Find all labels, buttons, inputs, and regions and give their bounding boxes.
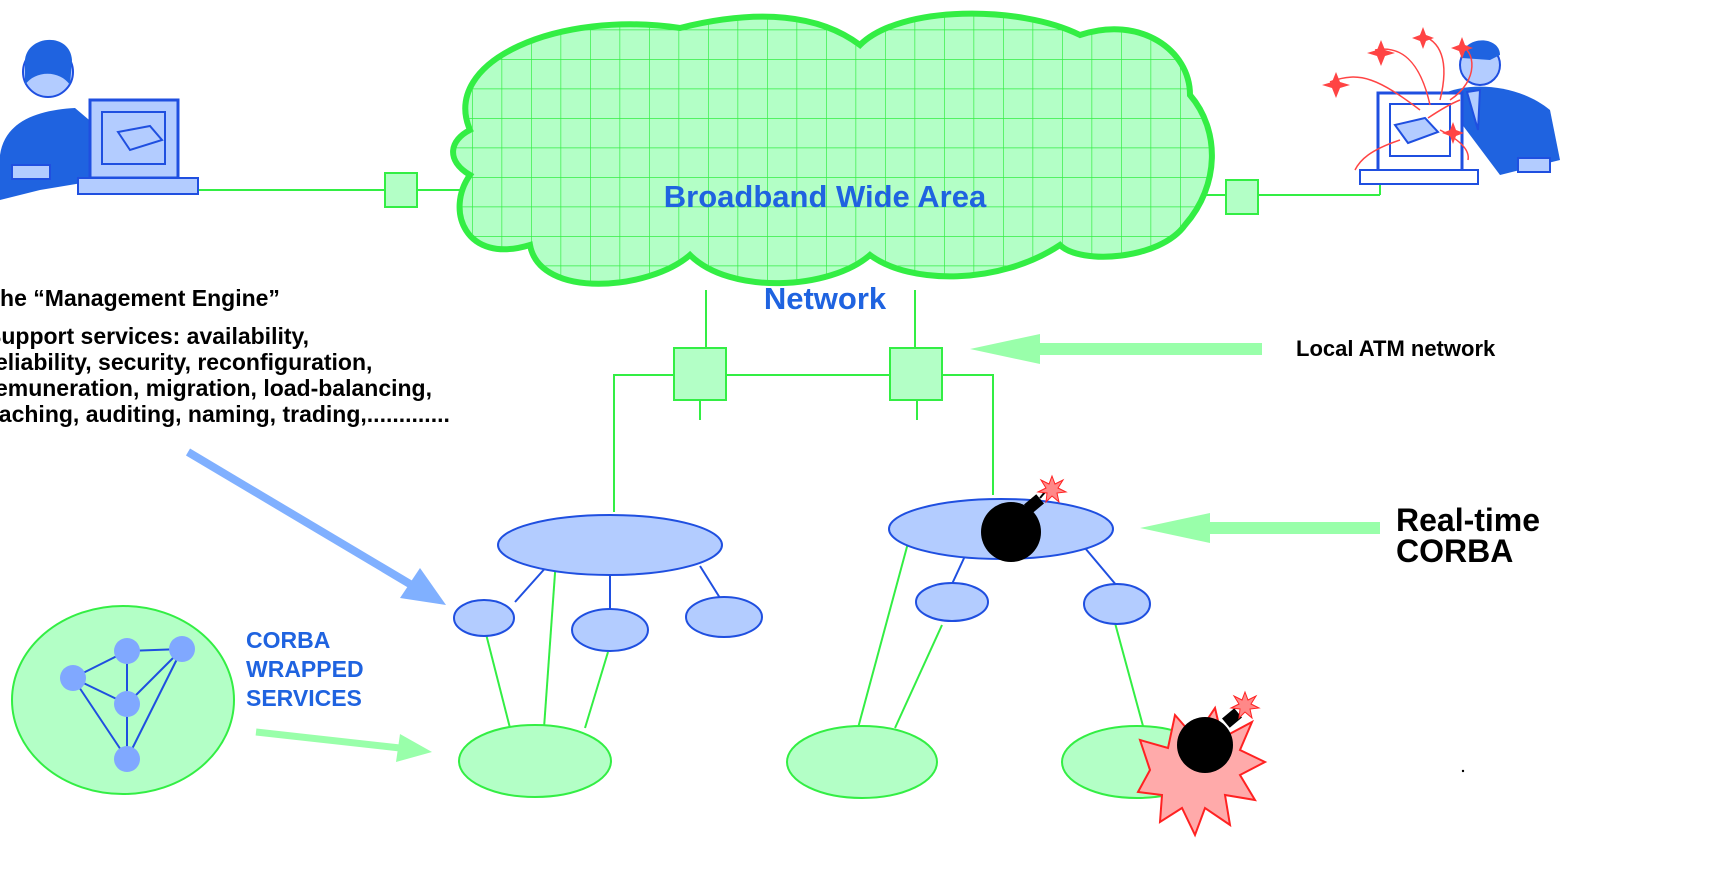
link-lines: [130, 178, 1381, 729]
stray-dot: [1461, 769, 1465, 773]
cloud-title: Broadband Wide Area Network: [560, 112, 1090, 350]
network-switch-icon: [384, 172, 1259, 401]
engine-heading: The “Management Engine”: [0, 285, 280, 311]
arrow-engine: [185, 448, 446, 605]
cloud-title-line1: Broadband Wide Area: [663, 179, 987, 214]
cloud-title-line2: Network: [763, 281, 887, 316]
broadband-wan-cloud: [450, 10, 1215, 287]
rt-corba-label: Real-time CORBA: [1396, 502, 1541, 569]
link-lines-blue: [514, 547, 1118, 610]
graph-node-dots: [60, 636, 195, 772]
explosion-icon: [1136, 690, 1268, 838]
arrow-atm: [970, 334, 1262, 364]
bomb-icon: [981, 474, 1068, 562]
engine-services: Support services: availability, reliabil…: [0, 323, 450, 427]
orb-nodes: [453, 498, 1151, 652]
person-at-computer-icon: [0, 39, 199, 200]
person-at-exploding-computer-icon: [1322, 27, 1560, 185]
corba-wrapped-label: CORBA WRAPPED SERVICES: [246, 627, 364, 711]
atm-network-label: Local ATM network: [1296, 336, 1496, 361]
arrow-wrapped: [255, 728, 432, 762]
arrow-rt-corba: [1140, 513, 1380, 543]
